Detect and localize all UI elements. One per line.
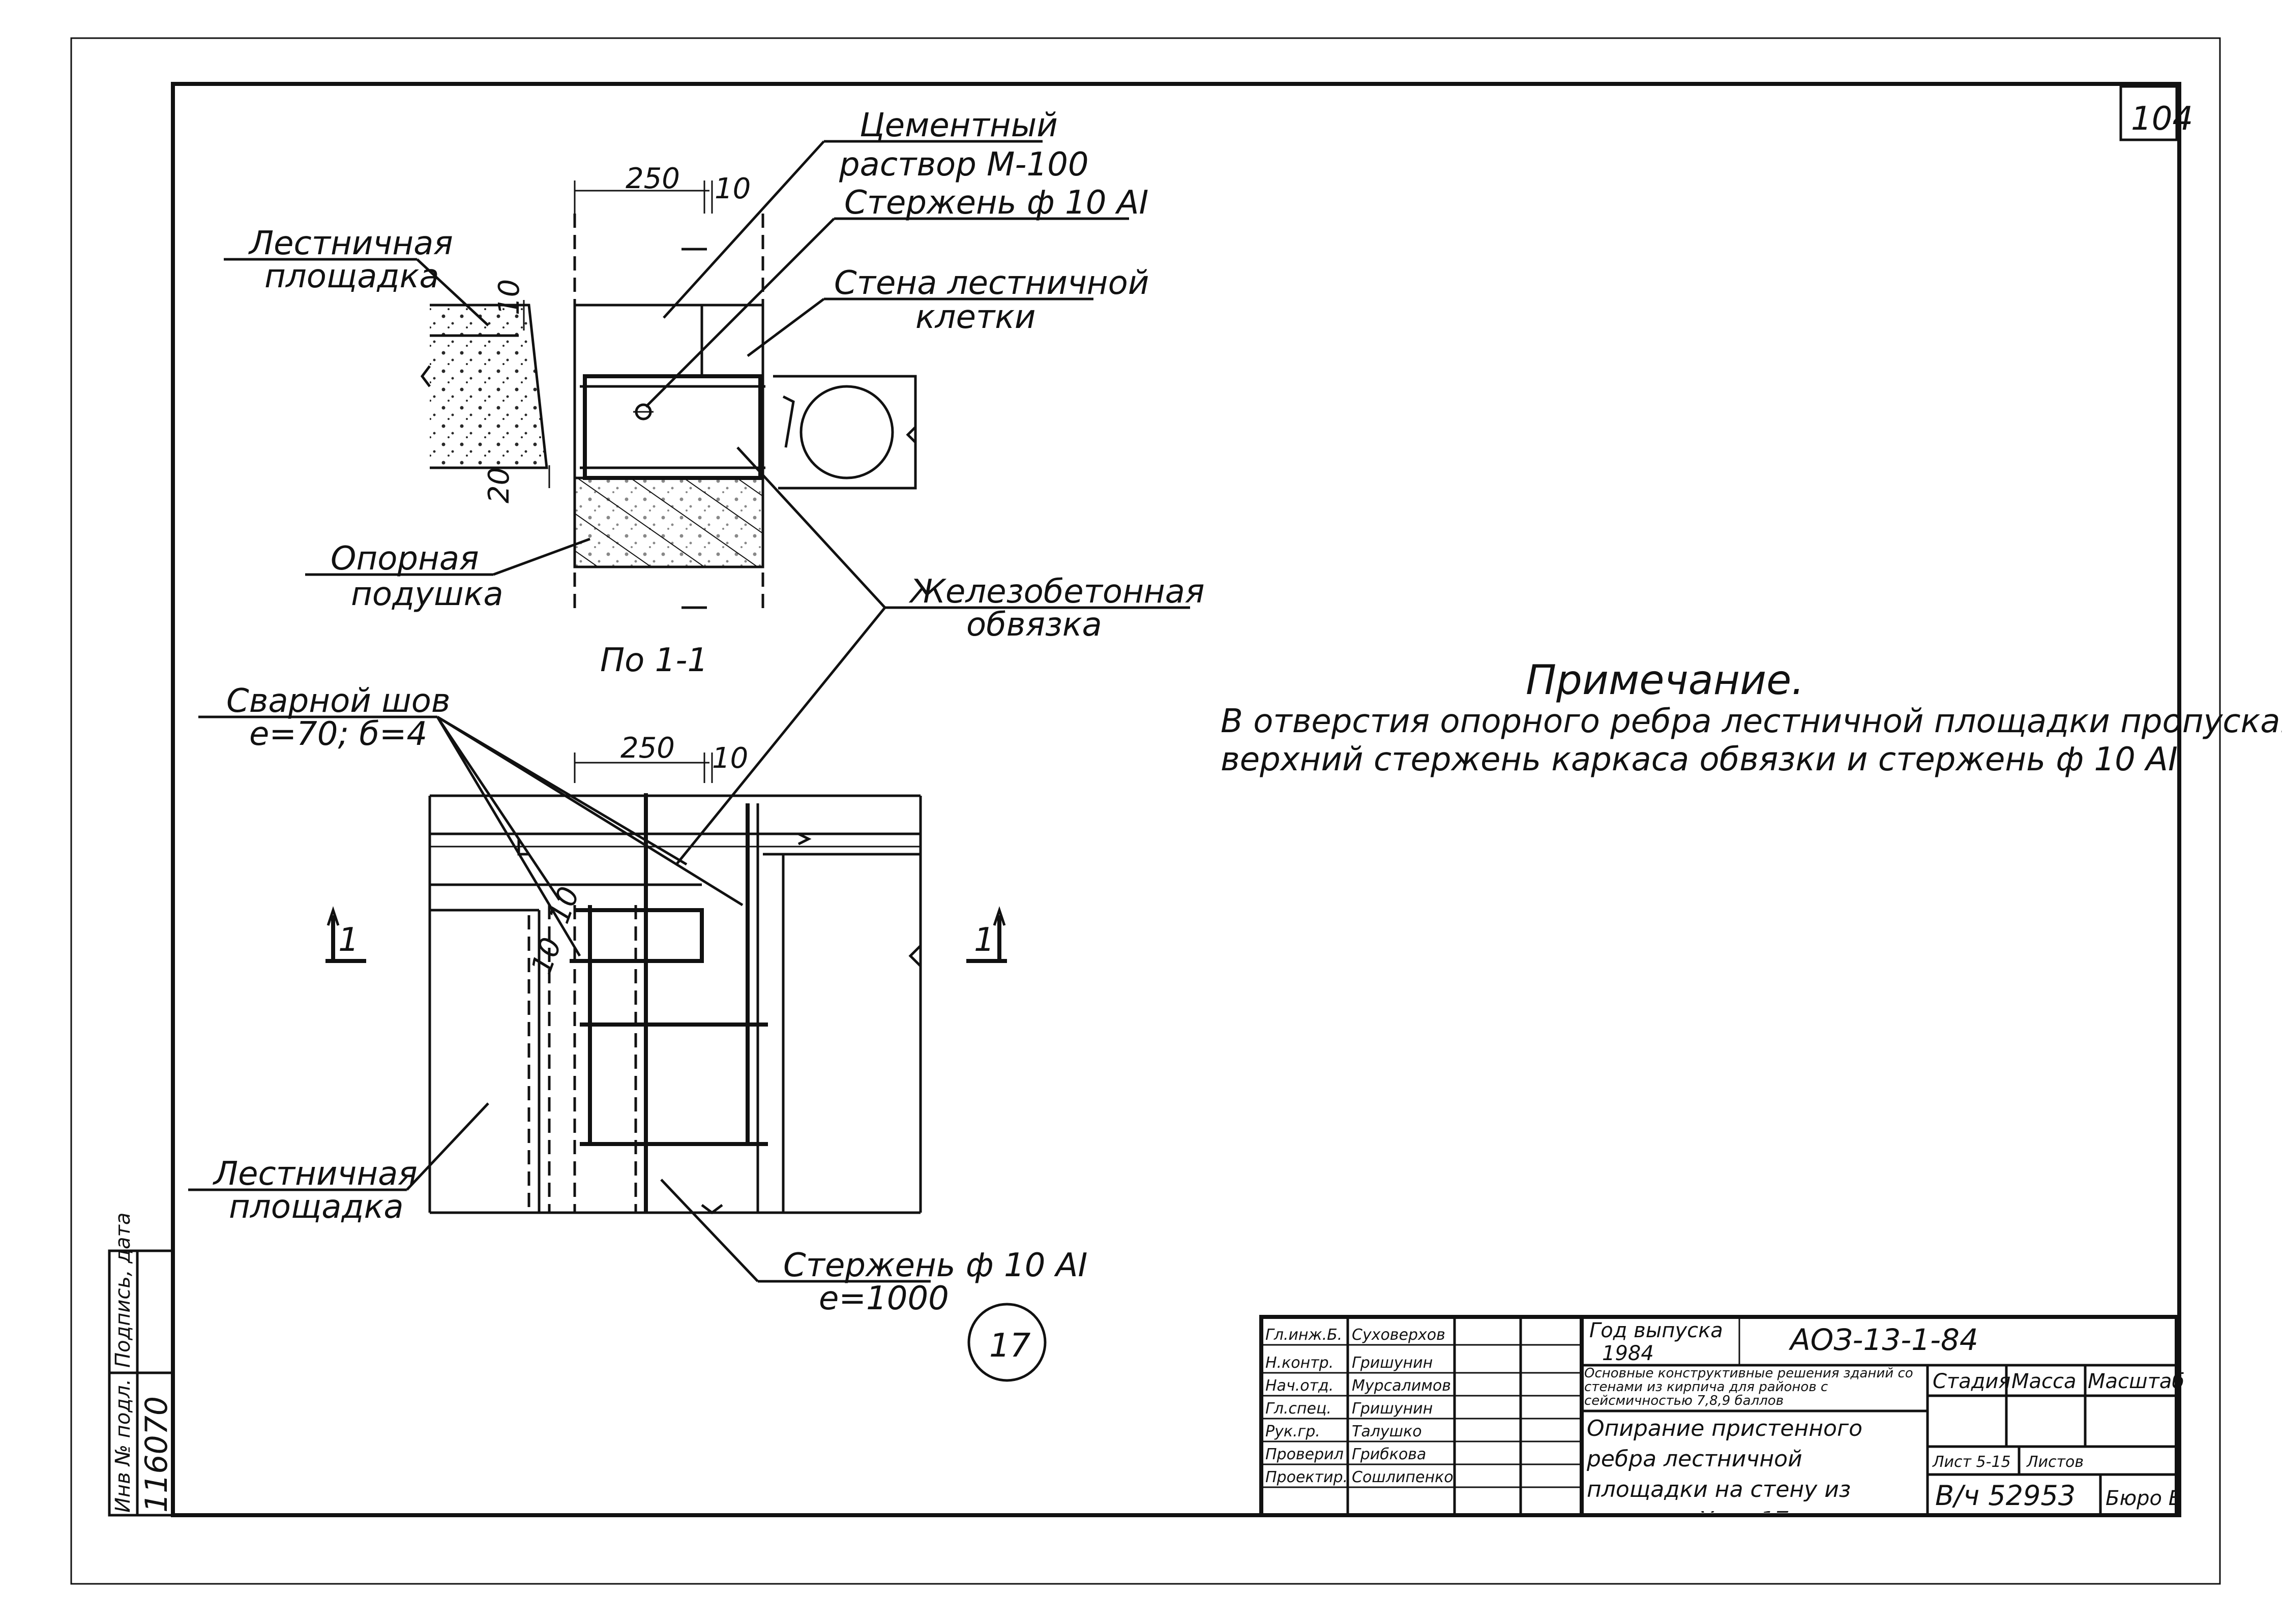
sign-label: Подпись, дата [111, 1213, 135, 1368]
section-mark-left: 1 [325, 906, 366, 963]
dim-top-10: 10 [715, 172, 751, 205]
bureau: Бюро Е [2106, 1487, 2182, 1510]
role-label: Проверил [1265, 1446, 1344, 1463]
label-rod-top: Стержень ф 10 АI [844, 184, 1148, 222]
dim-v-10: 10 [493, 279, 526, 315]
sheets-label: Листов [2026, 1453, 2084, 1471]
stage-header: Стадия [1933, 1370, 2010, 1393]
detail-number: 17 [989, 1327, 1031, 1365]
code: АОЗ-13-1-84 [1788, 1322, 1978, 1357]
label-landing-top-2: площадка [264, 258, 439, 295]
roles-table: Гл.инж.Б.СуховерховН.контр.ГришунинНач.о… [1265, 1326, 1454, 1486]
label-pad-2: подушка [351, 576, 503, 613]
role-name: Талушко [1352, 1423, 1422, 1440]
note-line-1: В отверстия опорного ребра лестничной пл… [1221, 703, 2282, 740]
role-name: Гришунин [1352, 1354, 1433, 1372]
plan-detail: 250 10 10 10 1 1 Сварной шов е=70; б=4 Л… [188, 682, 1087, 1382]
role-label: Проектир. [1265, 1468, 1348, 1486]
dim-bot-10: 10 [712, 742, 748, 775]
title-block: Гл.инж.Б.СуховерховН.контр.ГришунинНач.о… [1259, 1315, 2184, 1517]
role-label: Гл.инж.Б. [1265, 1326, 1342, 1344]
label-landing-top-1: Лестничная [248, 225, 453, 262]
label-weld-2: е=70; б=4 [249, 715, 427, 753]
year: 1984 [1602, 1342, 1654, 1365]
label-rc-belt-1: Железобетонная [908, 573, 1204, 611]
role-label: Н.контр. [1265, 1354, 1333, 1372]
dim-v-20: 20 [483, 467, 516, 503]
label-landing-bottom-2: площадка [229, 1188, 404, 1226]
label-wall-1: Стена лестничной [834, 264, 1149, 302]
note: Примечание. В отверстия опорного ребра л… [1221, 656, 2282, 778]
role-name: Грибкова [1352, 1446, 1426, 1463]
label-cement-mortar-2: раствор М-100 [839, 146, 1089, 184]
role-name: Мурсалимов [1352, 1377, 1451, 1395]
note-line-2: верхний стержень каркаса обвязки и стерж… [1221, 741, 2178, 778]
year-label: Год выпуска [1589, 1319, 1723, 1342]
series-title: Основные конструктивные решения зданий с… [1584, 1367, 1913, 1408]
dim-top-250: 250 [626, 162, 680, 195]
label-rc-belt-2: обвязка [966, 606, 1102, 644]
label-rod-bottom-2: е=1000 [819, 1280, 949, 1317]
mass-header: Масса [2011, 1370, 2077, 1393]
dim-bot-250: 250 [620, 732, 675, 765]
role-name: Гришунин [1352, 1400, 1433, 1418]
label-wall-2: клетки [915, 298, 1035, 336]
section-caption: По 1-1 [600, 642, 708, 679]
drawing-title: Опирание пристенного ребра лестничной пл… [1587, 1416, 1862, 1513]
corner-number: 104 [2131, 100, 2193, 138]
archive-number: В/ч 52953 [1935, 1480, 2076, 1512]
dim-bot-v10b: 10 [525, 934, 568, 979]
role-label: Нач.отд. [1265, 1377, 1333, 1395]
label-landing-bottom-1: Лестничная [213, 1155, 418, 1193]
label-pad-1: Опорная [331, 540, 479, 578]
role-label: Гл.спец. [1265, 1400, 1331, 1418]
sheet-label: Лист 5-15 [1932, 1453, 2011, 1471]
inner-frame [171, 82, 2181, 1517]
role-name: Суховерхов [1352, 1326, 1445, 1344]
label-rod-bottom-1: Стержень ф 10 АI [783, 1247, 1087, 1284]
outer-frame [70, 37, 2221, 1585]
section-1-1-detail: 250 10 10 20 Цементный раствор М-100 Сте… [224, 107, 1204, 865]
note-title: Примечание. [1526, 656, 1804, 704]
left-stamp: Инв № подл. Подпись, дата 116070 [108, 1213, 174, 1517]
scale-header: Масштаб [2088, 1370, 2184, 1393]
role-name: Сошлипенко [1352, 1468, 1454, 1486]
label-cement-mortar-1: Цементный [860, 107, 1058, 144]
inv-number: 116070 [139, 1396, 174, 1513]
inv-label: Инв № подл. [111, 1379, 135, 1513]
svg-text:1: 1 [974, 921, 995, 959]
corner-number-box: 104 [2119, 85, 2193, 141]
section-mark-right: 1 [966, 906, 1007, 963]
role-label: Рук.гр. [1265, 1423, 1320, 1440]
svg-text:1: 1 [338, 921, 359, 959]
label-weld-1: Сварной шов [226, 682, 451, 720]
detail-number-circle [967, 1303, 1047, 1382]
